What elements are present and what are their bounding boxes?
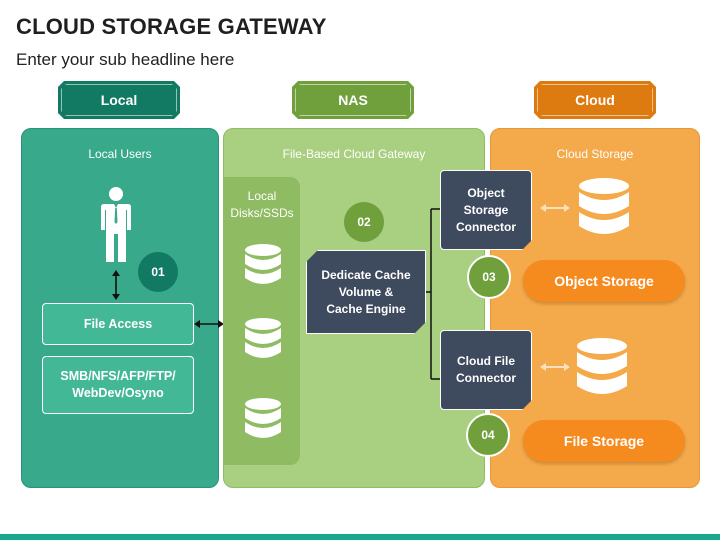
protocols-box: SMB/NFS/AFP/FTP/ WebDev/Osyno	[42, 356, 194, 414]
protocols-line2: WebDev/Osyno	[72, 386, 164, 400]
connector-lines	[425, 208, 445, 380]
database-icon	[245, 398, 281, 438]
nas-panel-title: File-Based Cloud Gateway	[282, 147, 426, 161]
page-title: CLOUD STORAGE GATEWAY	[16, 14, 327, 39]
database-icon	[245, 318, 281, 358]
local-panel-title: Local Users	[88, 147, 152, 161]
tag-nas-label: NAS	[338, 92, 368, 108]
cache-line3: Cache Engine	[326, 301, 406, 316]
step-03-badge: 03	[467, 255, 511, 299]
database-icon	[579, 178, 629, 234]
database-icon	[245, 244, 281, 284]
tag-cloud: Cloud	[534, 81, 656, 119]
tag-cloud-label: Cloud	[575, 92, 615, 108]
local-disks-line2: Disks/SSDs	[230, 206, 294, 220]
object-conn-line1: Object	[467, 185, 505, 200]
double-arrow-icon	[112, 270, 120, 300]
cache-line1: Dedicate Cache	[321, 267, 411, 282]
object-storage-connector: Object Storage Connector	[440, 170, 532, 250]
object-storage-pill: Object Storage	[523, 260, 685, 302]
local-disks-line1: Local	[247, 189, 277, 203]
cloud-file-connector: Cloud File Connector	[440, 330, 532, 410]
bottom-bar	[0, 534, 720, 540]
object-conn-line3: Connector	[456, 219, 516, 234]
cloud-panel-title: Cloud Storage	[556, 147, 634, 161]
database-icon	[577, 338, 627, 394]
cache-line2: Volume &	[338, 284, 394, 299]
step-02-badge: 02	[344, 202, 384, 242]
step-01-badge: 01	[138, 252, 178, 292]
object-conn-line2: Storage	[463, 202, 509, 217]
double-arrow-icon	[540, 363, 570, 371]
tag-nas: NAS	[292, 81, 414, 119]
protocols-line1: SMB/NFS/AFP/FTP/	[60, 369, 176, 383]
double-arrow-icon	[194, 320, 224, 328]
tag-local-label: Local	[100, 92, 138, 108]
tag-local: Local	[58, 81, 180, 119]
file-conn-line1: Cloud File	[457, 354, 515, 368]
double-arrow-icon	[540, 204, 570, 212]
cache-engine-box: Dedicate Cache Volume & Cache Engine	[306, 250, 426, 334]
step-04-badge: 04	[466, 413, 510, 457]
file-access-box: File Access	[42, 303, 194, 345]
page-subtitle: Enter your sub headline here	[16, 50, 235, 69]
person-icon	[101, 187, 131, 262]
file-conn-line2: Connector	[456, 371, 516, 385]
file-storage-pill: File Storage	[523, 420, 685, 462]
